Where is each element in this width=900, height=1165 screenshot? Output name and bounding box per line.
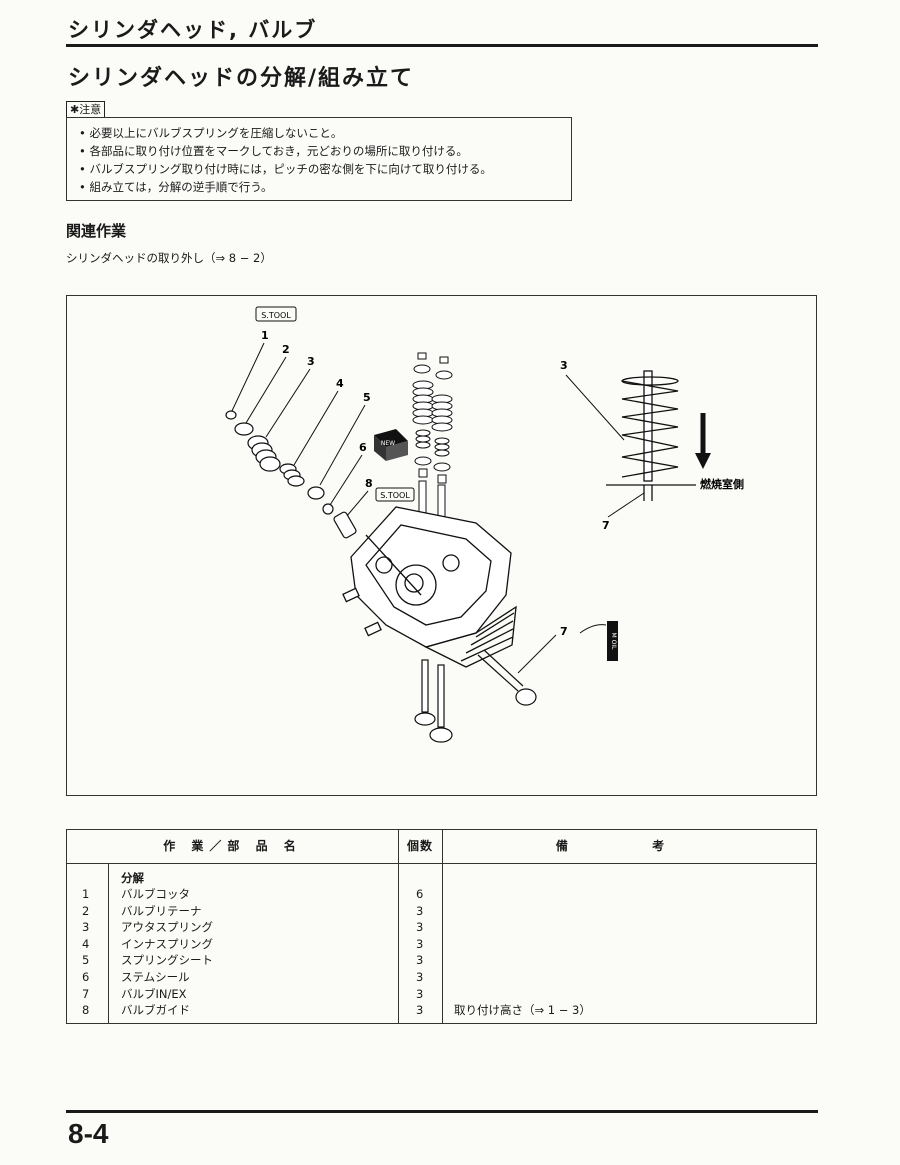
cylinder-head (342, 506, 517, 668)
table-row-name: スプリングシート (121, 953, 213, 968)
table-row-remark: 取り付け高さ（⇒ 1 − 3） (454, 1003, 591, 1017)
table-row-qty: 3 (416, 903, 424, 918)
caution-item: • 組み立ては，分解の逆手順で行う。 (79, 180, 273, 194)
table-row-name: バルブガイド (121, 1003, 190, 1018)
table-row-no: 3 (82, 920, 90, 935)
table-row-name: ステムシール (121, 969, 190, 984)
spring-detail (606, 370, 696, 501)
table-row-name: インナスプリング (121, 936, 213, 951)
column-divider (108, 863, 109, 1024)
page-header-title: シリンダヘッド, バルブ (68, 18, 318, 42)
table-row-qty: 3 (416, 920, 424, 935)
caution-label-text: 注意 (79, 103, 102, 116)
table-row-no: 5 (82, 953, 90, 968)
svg-text:S.TOOL: S.TOOL (380, 491, 410, 500)
star-icon: ✱ (70, 103, 80, 116)
column-header-qty: 個数 (406, 839, 433, 853)
exploded-view-diagram: S.TOOL 1 2 3 4 5 6 8 NEW (225, 306, 744, 743)
table-row-no: 7 (82, 986, 90, 1001)
table-row-name: アウタスプリング (121, 920, 213, 935)
caution-item: • 各部品に取り付け位置をマークしておき，元どおりの場所に取り付ける。 (79, 144, 468, 158)
caution-label: ✱注意 (66, 101, 106, 118)
callout-7-lower: 7 (560, 625, 568, 638)
column-header-name: 作 業／部 品 名 (163, 839, 302, 853)
table-row-no: 8 (82, 1003, 90, 1018)
table-row-no: 2 (82, 903, 90, 918)
callout-5: 5 (363, 391, 371, 404)
column-divider (442, 830, 443, 1023)
caution-box: • 必要以上にバルブスプリングを圧縮しないこと。 • 各部品に取り付け位置をマー… (66, 117, 572, 201)
table-row-name: バルブコッタ (121, 887, 190, 901)
table-row-qty: 3 (416, 1003, 424, 1018)
caution-item: • 必要以上にバルブスプリングを圧縮しないこと。 (79, 126, 343, 140)
table-row-qty: 6 (416, 887, 424, 901)
outer-spring (247, 435, 281, 472)
table-row-qty: 3 (416, 969, 424, 984)
svg-text:S.TOOL: S.TOOL (261, 311, 291, 320)
table-row-qty: 3 (416, 986, 424, 1001)
valves (414, 649, 537, 743)
svg-text:NEW: NEW (381, 440, 395, 447)
oil-label: M OIL (607, 621, 618, 661)
special-tool-tag: S.TOOL (255, 306, 297, 322)
callout-2: 2 (282, 343, 290, 356)
callout-3: 3 (307, 355, 315, 368)
special-tool-tag: S.TOOL (375, 487, 415, 502)
table-row-qty: 3 (416, 936, 424, 951)
column-header-remarks: 備 考 (555, 839, 705, 853)
column-divider (398, 830, 399, 1023)
callout-8: 8 (365, 477, 373, 490)
table-row-name: バルブIN/EX (121, 986, 187, 1001)
related-work-heading: 関連作業 (66, 222, 127, 240)
callout-6: 6 (359, 441, 367, 454)
related-work-text: シリンダヘッドの取り外し（⇒ 8 − 2） (66, 251, 272, 265)
combustion-chamber-side-label: 燃焼室側 (699, 477, 744, 491)
diagram-frame (66, 295, 817, 796)
arrow-down-icon (695, 413, 711, 469)
table-row-no: 6 (82, 969, 90, 984)
stacked-valve-parts (412, 352, 453, 522)
table-row-no: 1 (82, 887, 90, 901)
new-part-icon: NEW (374, 429, 408, 461)
callout-7-detail: 7 (602, 519, 610, 532)
section-title: シリンダヘッドの分解/組み立て (68, 66, 415, 91)
table-row-name: バルブリテーナ (121, 903, 202, 918)
header-rule (66, 44, 818, 47)
table-row-qty: 3 (416, 953, 424, 968)
page-number: 8-4 (68, 1118, 109, 1149)
parts-table: 作 業／部 品 名 個数 備 考 分解 1 2 3 4 5 6 7 8 バルブコ… (66, 829, 817, 1024)
callout-1: 1 (261, 329, 269, 342)
callout-4: 4 (336, 377, 344, 390)
caution-item: • バルブスプリング取り付け時には，ピッチの密な側を下に向けて取り付ける。 (79, 162, 492, 176)
group-label: 分解 (121, 871, 144, 885)
callout-3-detail: 3 (560, 359, 568, 372)
table-row-no: 4 (82, 936, 90, 951)
inner-spring (279, 463, 305, 487)
svg-text:M OIL: M OIL (610, 633, 617, 651)
header-divider (67, 863, 816, 864)
footer-rule (66, 1110, 818, 1113)
